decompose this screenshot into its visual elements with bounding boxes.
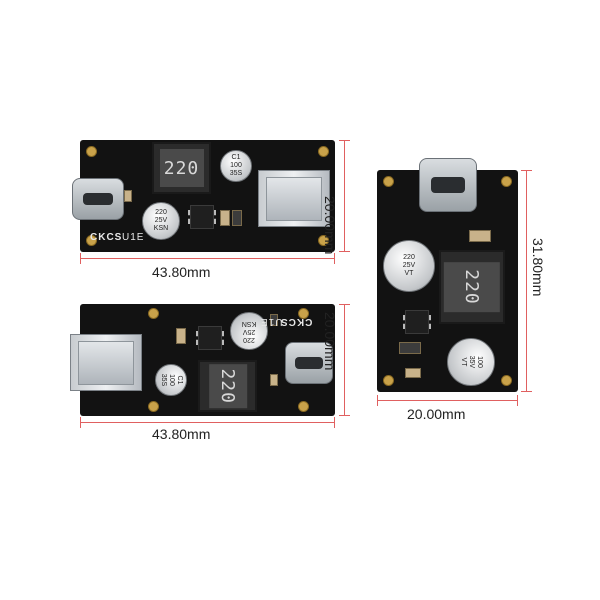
inductor: 220 [198,360,257,412]
cap-text: C1 [231,154,241,161]
smd-component [399,342,421,354]
dimension-tick [521,170,532,171]
cap-text: 220 [243,336,255,343]
cap-text: 100 [476,356,483,368]
width-dimension-label: 20.00mm [407,406,466,422]
mounting-pad [86,146,97,157]
width-dimension-line [80,258,335,259]
cap-text: 220 [155,209,167,216]
inductor-marking: 220 [159,148,204,188]
height-dimension-label: 20.00mm [322,312,338,371]
usb-c-connector [72,178,124,220]
cap-text: 25V [402,262,416,269]
dimension-tick [339,415,350,416]
inductor-marking: 220 [208,364,247,408]
cap-text: VT [404,270,414,277]
dimension-tick [377,395,378,406]
ic-chip [188,205,216,229]
pcb-board-top-left: 220 C1 100 35S 220 25V KSN CKCS U1E [72,140,335,252]
inductor: 220 [152,142,211,194]
mounting-pad [148,401,159,412]
mounting-pad [501,375,512,386]
height-dimension-line [344,140,345,252]
dimension-tick [334,417,335,428]
capacitor-large: 100 35V VT [447,338,495,386]
smd-component [124,190,132,202]
pcb-board-bottom-left: C1 100 35S 220 220 25V KSN CKCS U1E [70,304,335,416]
width-dimension-line [377,400,518,401]
cap-text: VT [460,357,467,367]
width-dimension-label: 43.80mm [152,426,211,442]
inductor: 220 [439,250,505,324]
cap-text: 35V [468,355,475,369]
mounting-pad [318,235,329,246]
mounting-pad [318,146,329,157]
height-dimension-line [344,304,345,416]
capacitor-large: 220 25V VT [383,240,435,292]
smd-component [232,210,242,226]
mounting-pad [86,235,97,246]
height-dimension-label: 20.00mm [322,196,338,255]
dimension-tick [339,304,350,305]
height-dimension-label: 31.80mm [530,238,546,297]
inductor-marking: 220 [444,262,500,312]
smd-component [220,210,230,226]
dimension-tick [80,253,81,264]
dimension-tick [334,253,335,264]
usb-c-connector [419,158,477,212]
dimension-tick [521,391,532,392]
smd-component [469,230,491,242]
smd-component [270,374,278,386]
board-label-silkscreen: U1E [260,316,283,327]
mounting-pad [501,176,512,187]
smd-component [405,368,421,378]
ic-chip [403,310,431,334]
brand-silkscreen: CKCS [90,232,123,243]
cap-text: 35S [229,170,243,177]
mounting-pad [383,375,394,386]
cap-text: 100 [168,374,175,386]
capacitor-small: C1 100 35S [155,364,187,396]
mounting-pad [298,308,309,319]
cap-text: KSN [153,225,169,232]
cap-text: 220 [403,254,415,261]
rectangular-connector [70,334,142,391]
cap-text: 35S [160,373,167,387]
dimension-tick [339,140,350,141]
width-dimension-label: 43.80mm [152,264,211,280]
height-dimension-line [526,170,527,392]
cap-text: C1 [176,375,183,385]
capacitor-small: C1 100 35S [220,150,252,182]
board-label-silkscreen: U1E [122,232,145,243]
dimension-tick [517,395,518,406]
cap-text: 100 [230,162,242,169]
dimension-tick [339,251,350,252]
cap-text: KSN [241,320,257,327]
cap-text: 25V [154,217,168,224]
cap-text: 25V [242,328,256,335]
rectangular-connector [258,170,330,227]
ic-chip [196,326,224,350]
mounting-pad [298,401,309,412]
mounting-pad [383,176,394,187]
dimension-tick [80,417,81,428]
brand-silkscreen: CKCS [280,316,313,327]
pcb-board-right: 220 25V VT 220 100 35V VT [377,158,518,392]
smd-component [176,328,186,344]
smd-component [270,314,278,326]
usb-c-connector [285,342,333,384]
width-dimension-line [80,422,335,423]
mounting-pad [148,308,159,319]
capacitor-large: 220 25V KSN [142,202,180,240]
